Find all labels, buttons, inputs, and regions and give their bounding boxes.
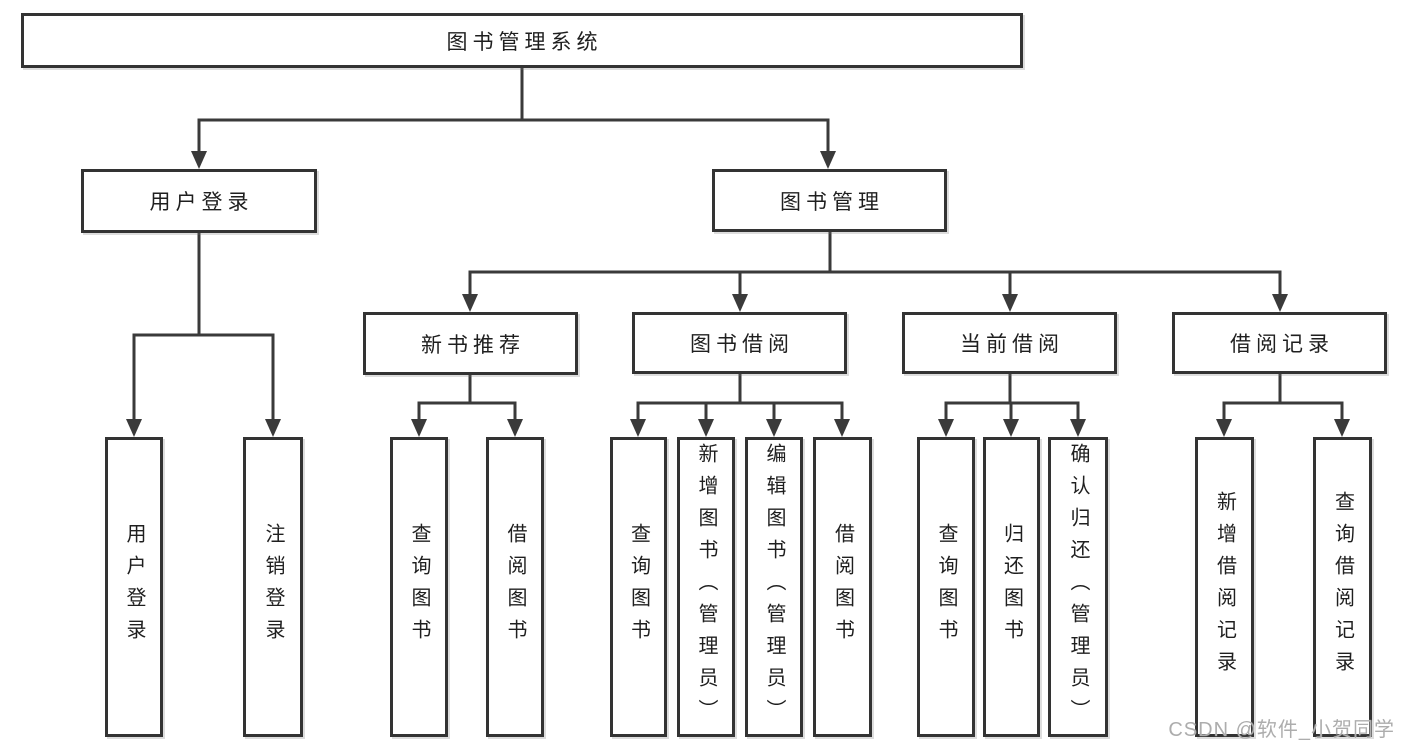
connector-current-to-leaves — [938, 374, 1086, 437]
leaf-query-borrow-record-label: 查询借阅记录 — [1331, 491, 1354, 683]
connector-newrec-to-leaves — [411, 375, 523, 437]
node-new-book-recommend: 新书推荐 — [363, 312, 578, 375]
leaf-edit-books-admin-label: 编辑图书（管理员） — [763, 443, 785, 731]
connector-login-to-leaves — [126, 233, 281, 437]
leaf-add-borrow-record-label: 新增借阅记录 — [1213, 491, 1236, 683]
leaf-add-books-admin-label: 新增图书（管理员） — [695, 443, 717, 731]
leaf-borrowing-query-books: 查询图书 — [610, 437, 667, 737]
leaf-logout: 注销登录 — [243, 437, 303, 737]
node-user-login: 用户登录 — [81, 169, 317, 233]
leaf-recommend-borrow-books: 借阅图书 — [486, 437, 544, 737]
leaf-current-query-books-label: 查询图书 — [935, 523, 957, 651]
leaf-return-books: 归还图书 — [983, 437, 1040, 737]
node-book-borrowing: 图书借阅 — [632, 312, 847, 374]
leaf-confirm-return-admin-label: 确认归还（管理员） — [1067, 443, 1089, 731]
node-borrowing-records: 借阅记录 — [1172, 312, 1387, 374]
node-book-management: 图书管理 — [712, 169, 947, 232]
leaf-user-login-label: 用户登录 — [123, 523, 145, 651]
csdn-watermark: CSDN @软件_小贺同学 — [1168, 719, 1395, 741]
node-root-system: 图书管理系统 — [21, 13, 1023, 68]
leaf-recommend-borrow-books-label: 借阅图书 — [504, 523, 526, 651]
leaf-logout-label: 注销登录 — [262, 523, 284, 651]
leaf-edit-books-admin: 编辑图书（管理员） — [745, 437, 803, 737]
leaf-borrowing-query-books-label: 查询图书 — [627, 523, 650, 651]
connector-bookmgmt-to-level2 — [462, 232, 1288, 312]
leaf-return-books-label: 归还图书 — [1000, 523, 1023, 651]
leaf-borrowing-borrow-books: 借阅图书 — [813, 437, 872, 737]
leaf-add-borrow-record: 新增借阅记录 — [1195, 437, 1254, 737]
leaf-borrowing-borrow-books-label: 借阅图书 — [831, 523, 854, 651]
connector-borrow-to-leaves — [630, 374, 850, 437]
leaf-recommend-query-books: 查询图书 — [390, 437, 448, 737]
leaf-add-books-admin: 新增图书（管理员） — [677, 437, 735, 737]
connector-records-to-leaves — [1216, 374, 1350, 437]
leaf-recommend-query-books-label: 查询图书 — [408, 523, 430, 651]
leaf-query-borrow-record: 查询借阅记录 — [1313, 437, 1372, 737]
leaf-user-login: 用户登录 — [105, 437, 163, 737]
connector-root-to-level1 — [191, 68, 836, 169]
leaf-confirm-return-admin: 确认归还（管理员） — [1048, 437, 1108, 737]
leaf-current-query-books: 查询图书 — [917, 437, 975, 737]
node-current-borrowing: 当前借阅 — [902, 312, 1117, 374]
